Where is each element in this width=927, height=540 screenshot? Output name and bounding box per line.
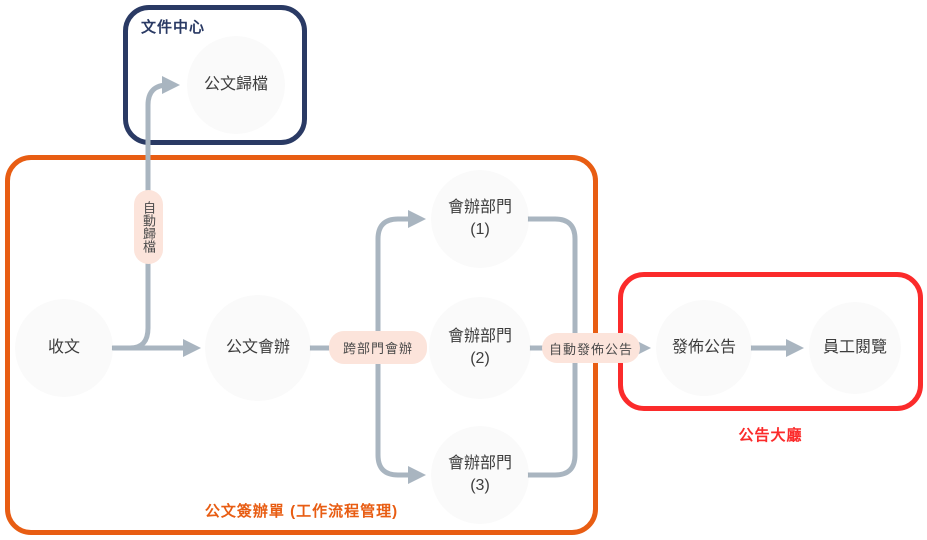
node-receive-label: 收文 [47, 339, 80, 357]
node-dept2: 會辦部門 (2) [430, 298, 530, 398]
node-cohandle: 公文會辦 [206, 296, 310, 400]
node-publish: 發佈公告 [657, 301, 751, 395]
edge-dept1-merge [525, 216, 578, 349]
node-cohandle-label: 公文會辦 [225, 339, 290, 357]
edge-split-to-dept3 [375, 345, 426, 484]
node-archive-label: 公文歸檔 [203, 76, 268, 94]
node-dept1: 會辦部門 (1) [432, 171, 528, 267]
edge-branch-to-archive [127, 76, 180, 351]
edge-dept3-merge [525, 347, 578, 478]
node-dept2-label: 會辦部門 [447, 328, 512, 346]
group-title-announcement-hall: 公告大廳 [738, 427, 803, 444]
node-dept3-sublabel: (3) [470, 477, 490, 494]
node-archive: 公文歸檔 [188, 37, 284, 133]
node-receive: 收文 [16, 300, 112, 396]
node-dept3-label: 會辦部門 [447, 455, 512, 473]
edge-split-to-dept1 [375, 210, 426, 351]
group-title-document-center: 文件中心 [141, 19, 206, 36]
edge-label-auto-archive: 自動歸檔 [134, 190, 163, 264]
group-title-workflow: 公文簽辦單 (工作流程管理) [204, 503, 399, 520]
node-publish-label: 發佈公告 [671, 339, 736, 357]
edge-label-auto-publish: 自動發佈公告 [542, 333, 640, 363]
node-dept3: 會辦部門 (3) [432, 427, 528, 523]
node-dept1-sublabel: (1) [470, 221, 490, 238]
node-read-label: 員工閱覽 [822, 339, 887, 357]
edge-label-cross-dept-cohandle: 跨部門會辦 [329, 331, 427, 364]
node-dept1-label: 會辦部門 [447, 199, 512, 217]
node-dept2-sublabel: (2) [470, 350, 490, 367]
node-read: 員工閱覽 [810, 303, 900, 393]
group-document-center [123, 5, 307, 145]
